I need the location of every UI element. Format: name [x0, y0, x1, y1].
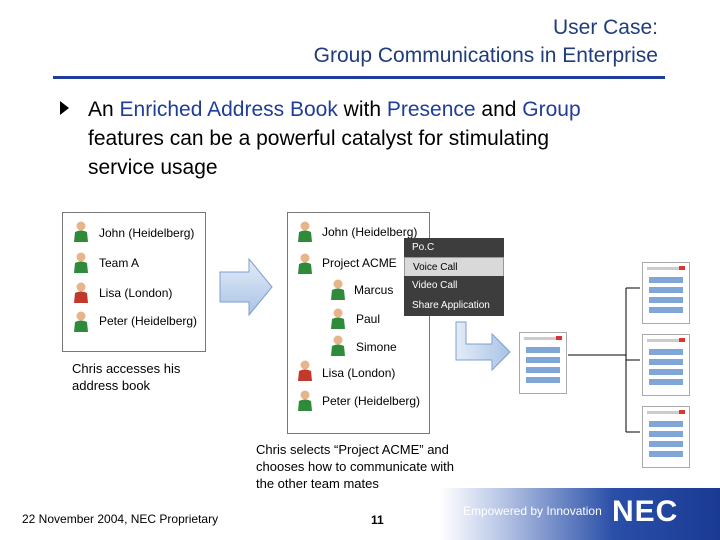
entry-label: Lisa (London)	[322, 366, 396, 380]
page-number: 11	[371, 513, 384, 527]
footer-date: 22 November 2004, NEC Proprietary	[22, 512, 219, 526]
entry-label: Peter (Heidelberg)	[322, 394, 421, 408]
bullet-part-1: An	[88, 98, 120, 121]
menu-item-poc[interactable]: Po.C	[404, 238, 504, 258]
entry-label: Lisa (London)	[99, 286, 173, 300]
shared-app-thumbnail	[642, 262, 690, 324]
person-green-icon	[74, 311, 88, 332]
title-line-1: User Case:	[552, 16, 658, 39]
shared-app-thumbnail	[642, 406, 690, 468]
person-red-icon	[74, 282, 88, 303]
title-line-2: Group Communications in Enterprise	[313, 44, 658, 67]
entry-label: Peter (Heidelberg)	[99, 314, 198, 328]
left-caption: Chris accesses his address book	[72, 361, 181, 393]
menu-item-video-call[interactable]: Video Call	[404, 276, 504, 296]
entry-label: Team A	[99, 256, 140, 270]
main-bullet: An Enriched Address Book with Presence a…	[60, 95, 620, 182]
person-green-icon	[74, 221, 88, 242]
slide-title: User Case: Group Communications in Enter…	[314, 14, 658, 70]
bullet-highlight-group: Group	[522, 98, 581, 121]
right-caption: Chris selects “Project ACME” and chooses…	[256, 442, 454, 491]
bullet-part-3: and	[475, 98, 523, 121]
entry-label: John (Heidelberg)	[99, 226, 195, 240]
communication-menu: Po.C Voice Call Video Call Share Applica…	[404, 238, 504, 317]
block-arrow-right-icon	[219, 258, 273, 316]
person-green-icon	[331, 308, 345, 329]
bullet-arrow-icon	[60, 101, 69, 115]
bullet-text: An Enriched Address Book with Presence a…	[88, 95, 620, 182]
bullet-part-4: features can be a powerful catalyst for …	[88, 127, 550, 179]
entry-label: Simone	[356, 340, 397, 354]
bullet-part-2: with	[337, 98, 387, 121]
person-green-icon	[298, 221, 312, 242]
title-underline	[53, 76, 665, 79]
menu-item-share-application[interactable]: Share Application	[404, 296, 504, 316]
entry-label: Project ACME	[322, 256, 397, 270]
brand-bar	[440, 488, 720, 540]
right-address-book: John (Heidelberg) Project ACME Marcus Pa…	[287, 212, 430, 434]
person-green-icon	[74, 252, 88, 273]
entry-label: John (Heidelberg)	[322, 225, 418, 239]
person-green-icon	[298, 253, 312, 274]
shared-app-thumbnail	[519, 332, 567, 394]
person-green-icon	[331, 335, 345, 356]
share-connector-diagram	[455, 287, 640, 433]
nec-logo: NEC	[612, 495, 679, 528]
person-red-icon	[298, 360, 312, 381]
person-green-icon	[331, 279, 345, 300]
entry-label: Paul	[356, 312, 381, 326]
entry-label: Marcus	[354, 283, 394, 297]
shared-app-thumbnail	[642, 334, 690, 396]
bullet-highlight-presence: Presence	[386, 98, 476, 121]
bullet-highlight-address-book: Enriched Address Book	[119, 98, 338, 121]
person-green-icon	[298, 390, 312, 411]
left-address-book: John (Heidelberg) Team A Lisa (London) P…	[62, 212, 206, 352]
brand-tagline: Empowered by Innovation	[463, 504, 602, 518]
